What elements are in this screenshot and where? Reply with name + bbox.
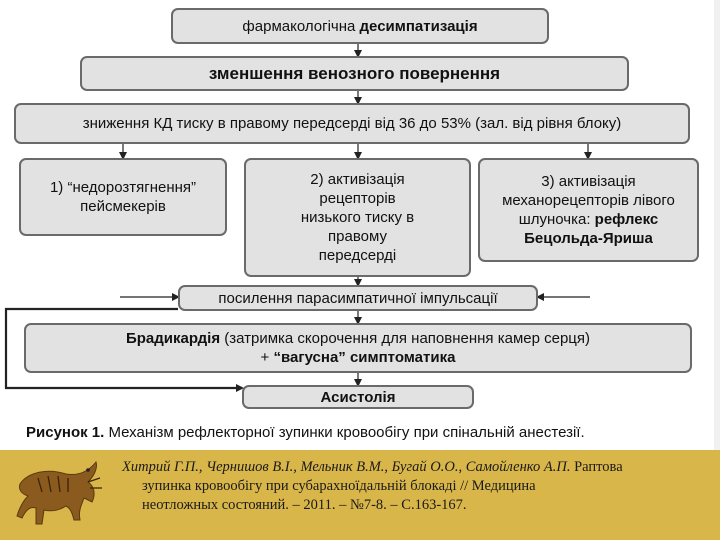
- box-parasympathetic: посилення парасимпатичної імпульсації: [178, 285, 538, 311]
- caption-label: Рисунок 1.: [26, 424, 105, 441]
- right-border: [714, 0, 720, 450]
- box5-line2: рецепторів: [319, 190, 396, 207]
- box-pacemaker-underfill: 1) “недорозтягнення” пейсмекерів: [19, 158, 227, 236]
- box8-normal2: +: [260, 349, 274, 366]
- box6-line1: 3) активізація: [541, 173, 636, 190]
- box8-bold2: “вагусна” симптоматика: [273, 349, 456, 366]
- box8-bold1: Брадикардія: [125, 330, 221, 347]
- box6-line4-bold: Бецольда-Яриша: [524, 230, 653, 247]
- box4-line2: пейсмекерів: [80, 198, 166, 215]
- connector-lines: [4, 44, 592, 392]
- box6-line2: механорецепторів лівого: [502, 192, 675, 209]
- box6-line3-bold: рефлекс: [594, 211, 659, 228]
- box-venous-return: зменшення венозного повернення: [80, 56, 629, 91]
- reference-line1: Раптова: [570, 459, 623, 475]
- box5-line1: 2) активізація: [310, 171, 405, 188]
- reference-authors: Хитрий Г.П., Чернишов В.І., Мельник В.М.…: [122, 459, 571, 475]
- box2-bold: зменшення венозного повернення: [208, 64, 501, 83]
- footer-band: Хитрий Г.П., Чернишов В.І., Мельник В.М.…: [0, 450, 720, 540]
- box-pressure-decrease: зниження КД тиску в правому передсерді в…: [14, 103, 690, 144]
- box4-line1: 1) “недорозтягнення”: [49, 179, 197, 196]
- box3-text: зниження КД тиску в правому передсерді в…: [82, 115, 622, 132]
- box5-line5: передсерді: [318, 247, 397, 264]
- reference-line3: неотложных состояний. – 2011. – №7-8. – …: [142, 497, 467, 513]
- caption-text: Механізм рефлекторної зупинки кровообігу…: [104, 424, 585, 441]
- box5-line3: низького тиску в: [300, 209, 415, 226]
- box6-line3: шлуночка:: [518, 211, 595, 228]
- box-desympathization: фармакологічна десимпатизація: [171, 8, 549, 44]
- box-low-pressure-receptors: 2) активізація рецепторів низького тиску…: [244, 158, 471, 277]
- box1-bold: десимпатизація: [359, 17, 478, 35]
- box9-bold: Асистолія: [320, 388, 396, 406]
- box-bezold-jarisch: 3) активізація механорецепторів лівого ш…: [478, 158, 699, 262]
- reference-line2: зупинка кровообігу при субарахноїдальній…: [142, 478, 536, 494]
- box8-normal1: (затримка скорочення для наповнення каме…: [220, 330, 591, 347]
- figure-caption: Рисунок 1. Механізм рефлекторної зупинки…: [26, 424, 585, 441]
- tiger-icon: [16, 460, 102, 525]
- box5-line4: правому: [328, 228, 387, 245]
- reference-text: Хитрий Г.П., Чернишов В.І., Мельник В.М.…: [122, 458, 682, 515]
- box7-text: посилення парасимпатичної імпульсації: [218, 289, 498, 307]
- box-bradycardia: Брадикардія (затримка скорочення для нап…: [24, 323, 692, 373]
- box-asystole: Асистолія: [242, 385, 474, 409]
- box1-text: фармакологічна: [242, 17, 360, 35]
